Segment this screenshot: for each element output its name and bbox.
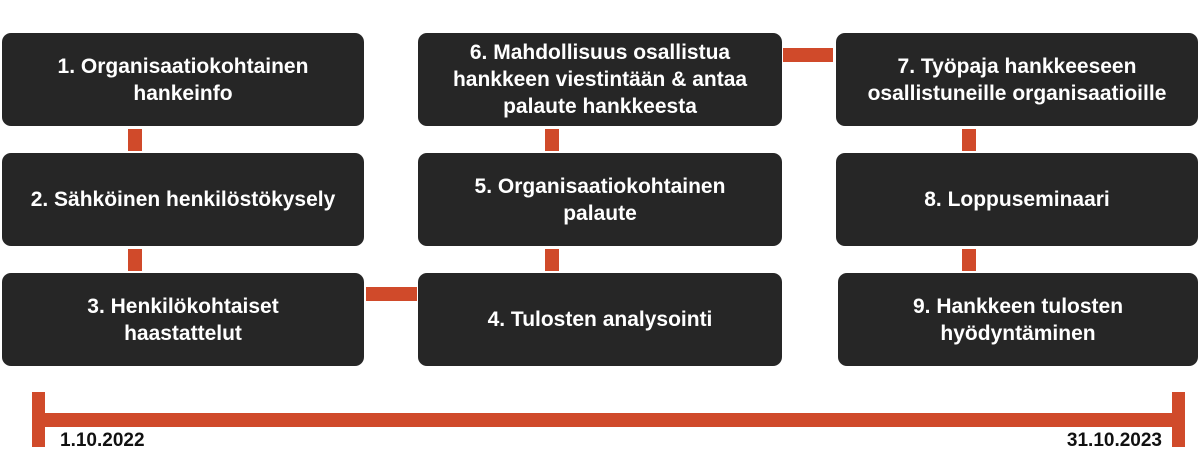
step-3-box: 3. Henkilökohtaiset haastattelut <box>2 273 364 366</box>
timeline-end-date: 31.10.2023 <box>1066 430 1162 451</box>
step-9-box: 9. Hankkeen tulosten hyödyntäminen <box>838 273 1198 366</box>
step-label: 1. Organisaatiokohtainen hankeinfo <box>57 54 309 105</box>
step-1-box: 1. Organisaatiokohtainen hankeinfo <box>2 33 364 126</box>
step-4-box: 4. Tulosten analysointi <box>418 273 782 366</box>
step-label: 8. Loppuseminaari <box>924 188 1110 211</box>
step-5-box: 5. Organisaatiokohtainen palaute <box>418 153 782 246</box>
step-7-box: 7. Työpaja hankkeeseen osallistuneille o… <box>836 33 1198 126</box>
connector-3-4 <box>366 287 417 301</box>
connector-6-7 <box>783 48 833 62</box>
step-label: 2. Sähköinen henkilöstökysely <box>30 188 336 211</box>
step-label: 5. Organisaatiokohtainen palaute <box>474 174 726 225</box>
step-label: 9. Hankkeen tulosten hyödyntäminen <box>912 294 1124 345</box>
connector-7-8 <box>962 129 976 151</box>
connector-4-5 <box>545 249 559 271</box>
connector-1-2 <box>128 129 142 151</box>
step-label: 4. Tulosten analysointi <box>487 308 713 331</box>
step-6-box: 6. Mahdollisuus osallistua hankkeen vies… <box>418 33 782 126</box>
timeline-start-tick <box>32 392 45 447</box>
connector-5-6 <box>545 129 559 151</box>
step-8-box: 8. Loppuseminaari <box>836 153 1198 246</box>
connector-2-3 <box>128 249 142 271</box>
step-label: 6. Mahdollisuus osallistua hankkeen vies… <box>452 41 748 118</box>
timeline-end-tick <box>1172 392 1185 447</box>
step-2-box: 2. Sähköinen henkilöstökysely <box>2 153 364 246</box>
timeline-start-date: 1.10.2022 <box>60 430 145 451</box>
step-label: 3. Henkilökohtaiset haastattelut <box>87 294 279 345</box>
timeline-line <box>32 413 1185 427</box>
connector-8-9 <box>962 249 976 271</box>
step-label: 7. Työpaja hankkeeseen osallistuneille o… <box>867 54 1167 105</box>
